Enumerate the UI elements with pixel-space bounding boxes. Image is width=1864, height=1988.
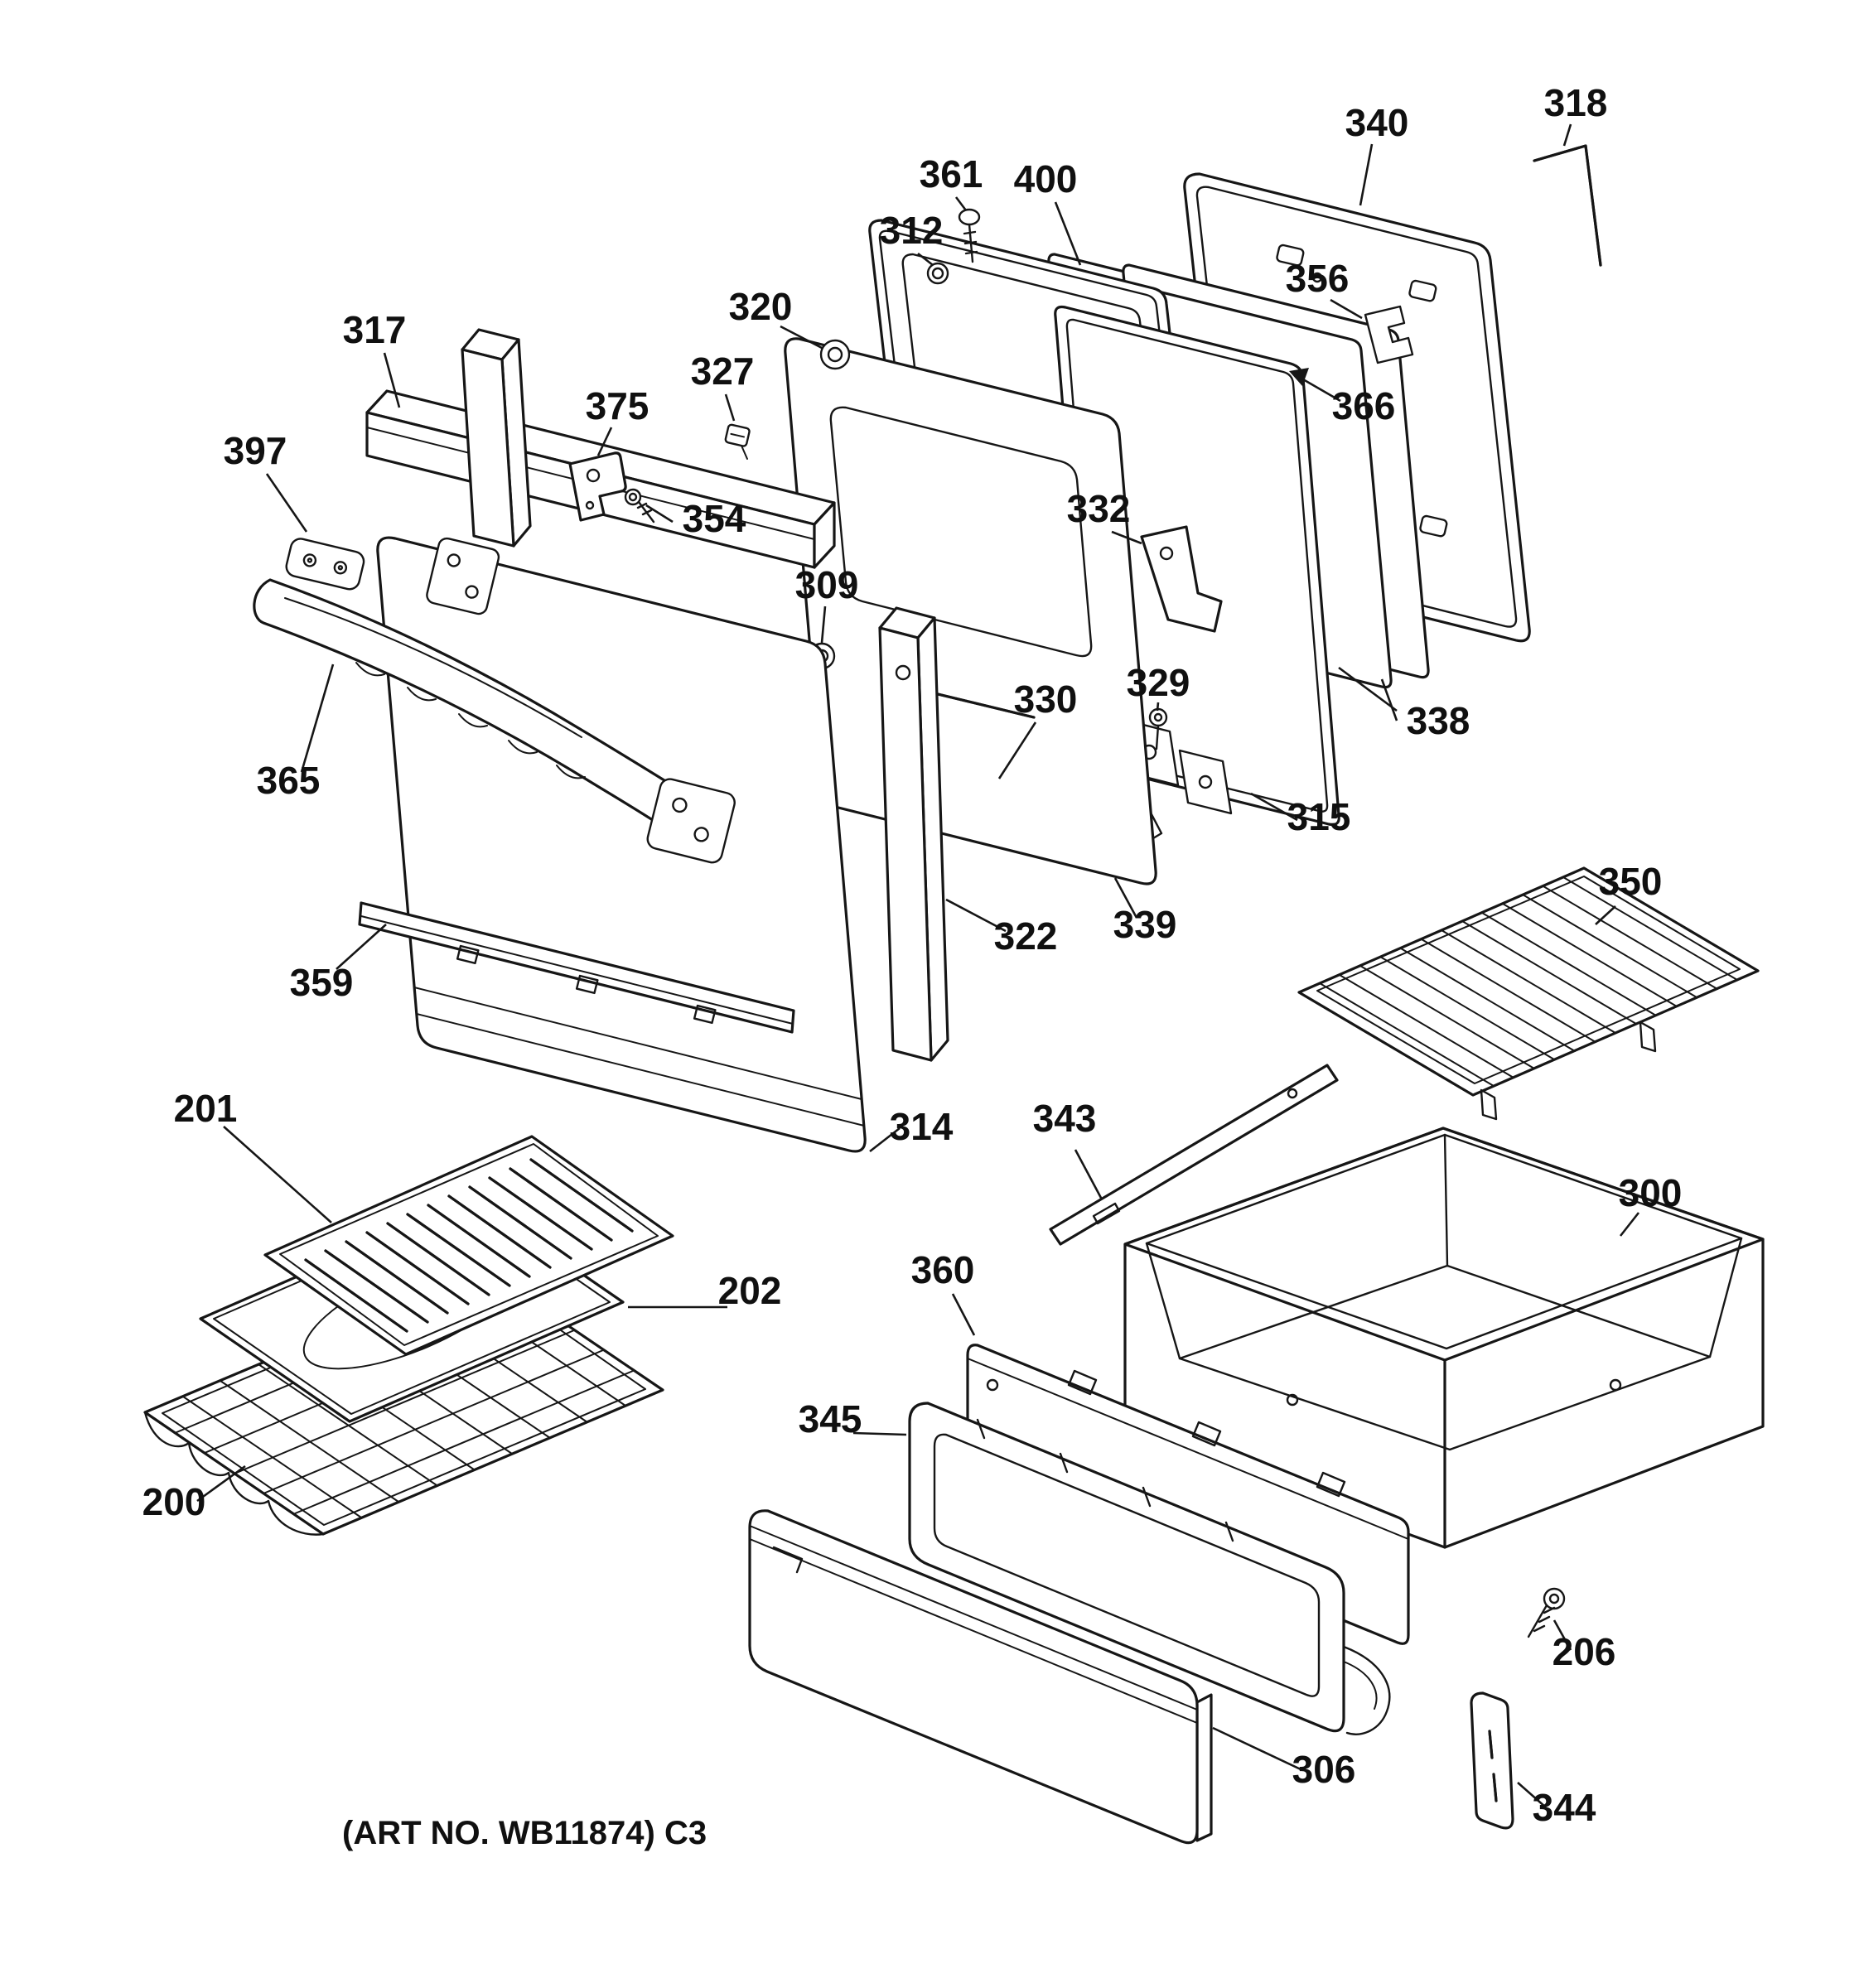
part-label-397: 397: [224, 429, 287, 472]
part-312-screw-nut: [926, 262, 949, 285]
part-label-375: 375: [586, 384, 650, 427]
part-label-361: 361: [920, 152, 983, 195]
part-label-339: 339: [1113, 903, 1177, 946]
part-label-309: 309: [795, 563, 859, 606]
part-300-drawer-body: [1123, 1127, 1765, 1549]
leader-343: [1074, 1149, 1103, 1200]
part-label-320: 320: [729, 285, 793, 328]
part-322-door-side-trim: [878, 606, 949, 1062]
leader-329: [1156, 702, 1160, 712]
leader-332: [1111, 530, 1142, 545]
part-317-door-side-post: [461, 328, 532, 548]
part-label-318: 318: [1544, 81, 1608, 124]
leader-400: [1054, 201, 1082, 266]
part-206-screw: [1527, 1587, 1566, 1638]
part-label-340: 340: [1345, 101, 1409, 144]
leader-327: [724, 393, 736, 422]
leader-330: [997, 721, 1037, 779]
part-label-317: 317: [343, 308, 407, 351]
leader-356: [1330, 298, 1363, 320]
part-label-400: 400: [1014, 157, 1078, 200]
part-320-washer: [819, 339, 851, 370]
art-number-text: (ART NO. WB11874) C3: [342, 1815, 707, 1851]
leader-318: [1562, 123, 1572, 147]
leader-397: [265, 473, 308, 533]
leader-206: [1553, 1619, 1572, 1651]
leader-366: [1289, 368, 1341, 403]
part-label-344: 344: [1533, 1786, 1596, 1829]
part-label-365: 365: [257, 759, 321, 802]
part-label-329: 329: [1127, 661, 1190, 704]
part-343-drawer-slide-rail: [1049, 1064, 1339, 1246]
leader-354: [645, 504, 674, 524]
part-label-366: 366: [1332, 384, 1396, 427]
leader-338b: [1380, 678, 1398, 721]
leader-312: [917, 252, 934, 267]
broiler-slots: [304, 1158, 634, 1333]
part-365-door-handle: [253, 578, 736, 864]
part-label-354: 354: [683, 497, 746, 540]
part-330-inner-door-panel: [784, 337, 1157, 885]
part-label-338: 338: [1407, 699, 1470, 742]
leader-338a: [1338, 666, 1398, 712]
leader-365: [300, 663, 335, 773]
part-label-345: 345: [799, 1397, 862, 1440]
part-332-hinge-bracket: [1140, 525, 1223, 633]
part-label-350: 350: [1599, 860, 1663, 903]
part-label-322: 322: [994, 914, 1058, 958]
leader-314: [869, 1127, 901, 1153]
part-label-200: 200: [142, 1480, 206, 1523]
part-350-broiler-rack: [1297, 866, 1760, 1121]
leader-359: [336, 924, 387, 970]
part-label-343: 343: [1033, 1097, 1097, 1140]
leader-344: [1517, 1782, 1547, 1808]
leader-315: [1250, 792, 1298, 822]
part-318-door-gasket: [1533, 144, 1602, 267]
part-label-312: 312: [880, 209, 944, 252]
part-label-330: 330: [1014, 678, 1078, 721]
part-label-300: 300: [1619, 1171, 1683, 1214]
part-361-screw: [958, 208, 981, 263]
part-345-drawer-front-frame: [908, 1402, 1391, 1735]
leader-317: [383, 352, 401, 408]
leader-300: [1619, 1212, 1640, 1237]
part-201-broiler-insert: [263, 1135, 674, 1356]
part-label-201: 201: [174, 1087, 238, 1130]
part-labels: 340 318 361 400 312 356 320 317 327 375 …: [142, 81, 1683, 1829]
leader-320: [780, 325, 823, 350]
leader-lines: [196, 123, 1640, 1808]
part-label-206: 206: [1553, 1630, 1616, 1673]
leader-322: [945, 898, 1007, 933]
part-354-bracket-screw: [624, 488, 655, 524]
part-label-360: 360: [911, 1248, 975, 1291]
leader-306: [1212, 1726, 1301, 1771]
part-label-314: 314: [890, 1105, 954, 1148]
part-375-trim-bracket: [568, 451, 627, 522]
leader-350: [1595, 905, 1616, 925]
leader-309: [820, 606, 827, 644]
leader-375: [596, 427, 613, 456]
part-label-359: 359: [290, 961, 354, 1004]
part-356-glass-retainer-clip: [1364, 305, 1414, 364]
part-label-332: 332: [1067, 487, 1131, 530]
leader-200: [196, 1464, 246, 1503]
leader-360: [951, 1293, 976, 1336]
part-label-202: 202: [718, 1269, 782, 1312]
part-327-clip: [724, 423, 751, 460]
leader-339: [1113, 877, 1138, 919]
part-label-306: 306: [1292, 1748, 1356, 1791]
part-label-356: 356: [1286, 257, 1350, 300]
part-359-door-bottom-trim: [358, 901, 795, 1034]
leader-201: [223, 1126, 332, 1223]
leader-345: [852, 1431, 907, 1436]
part-397-handle-end-cap: [285, 538, 365, 591]
part-344-drawer-bracket: [1470, 1691, 1514, 1830]
part-label-315: 315: [1287, 795, 1351, 838]
part-label-327: 327: [691, 350, 755, 393]
part-306-drawer-front-panel: [748, 1509, 1213, 1845]
leader-361: [954, 196, 968, 211]
leader-340: [1359, 143, 1374, 206]
